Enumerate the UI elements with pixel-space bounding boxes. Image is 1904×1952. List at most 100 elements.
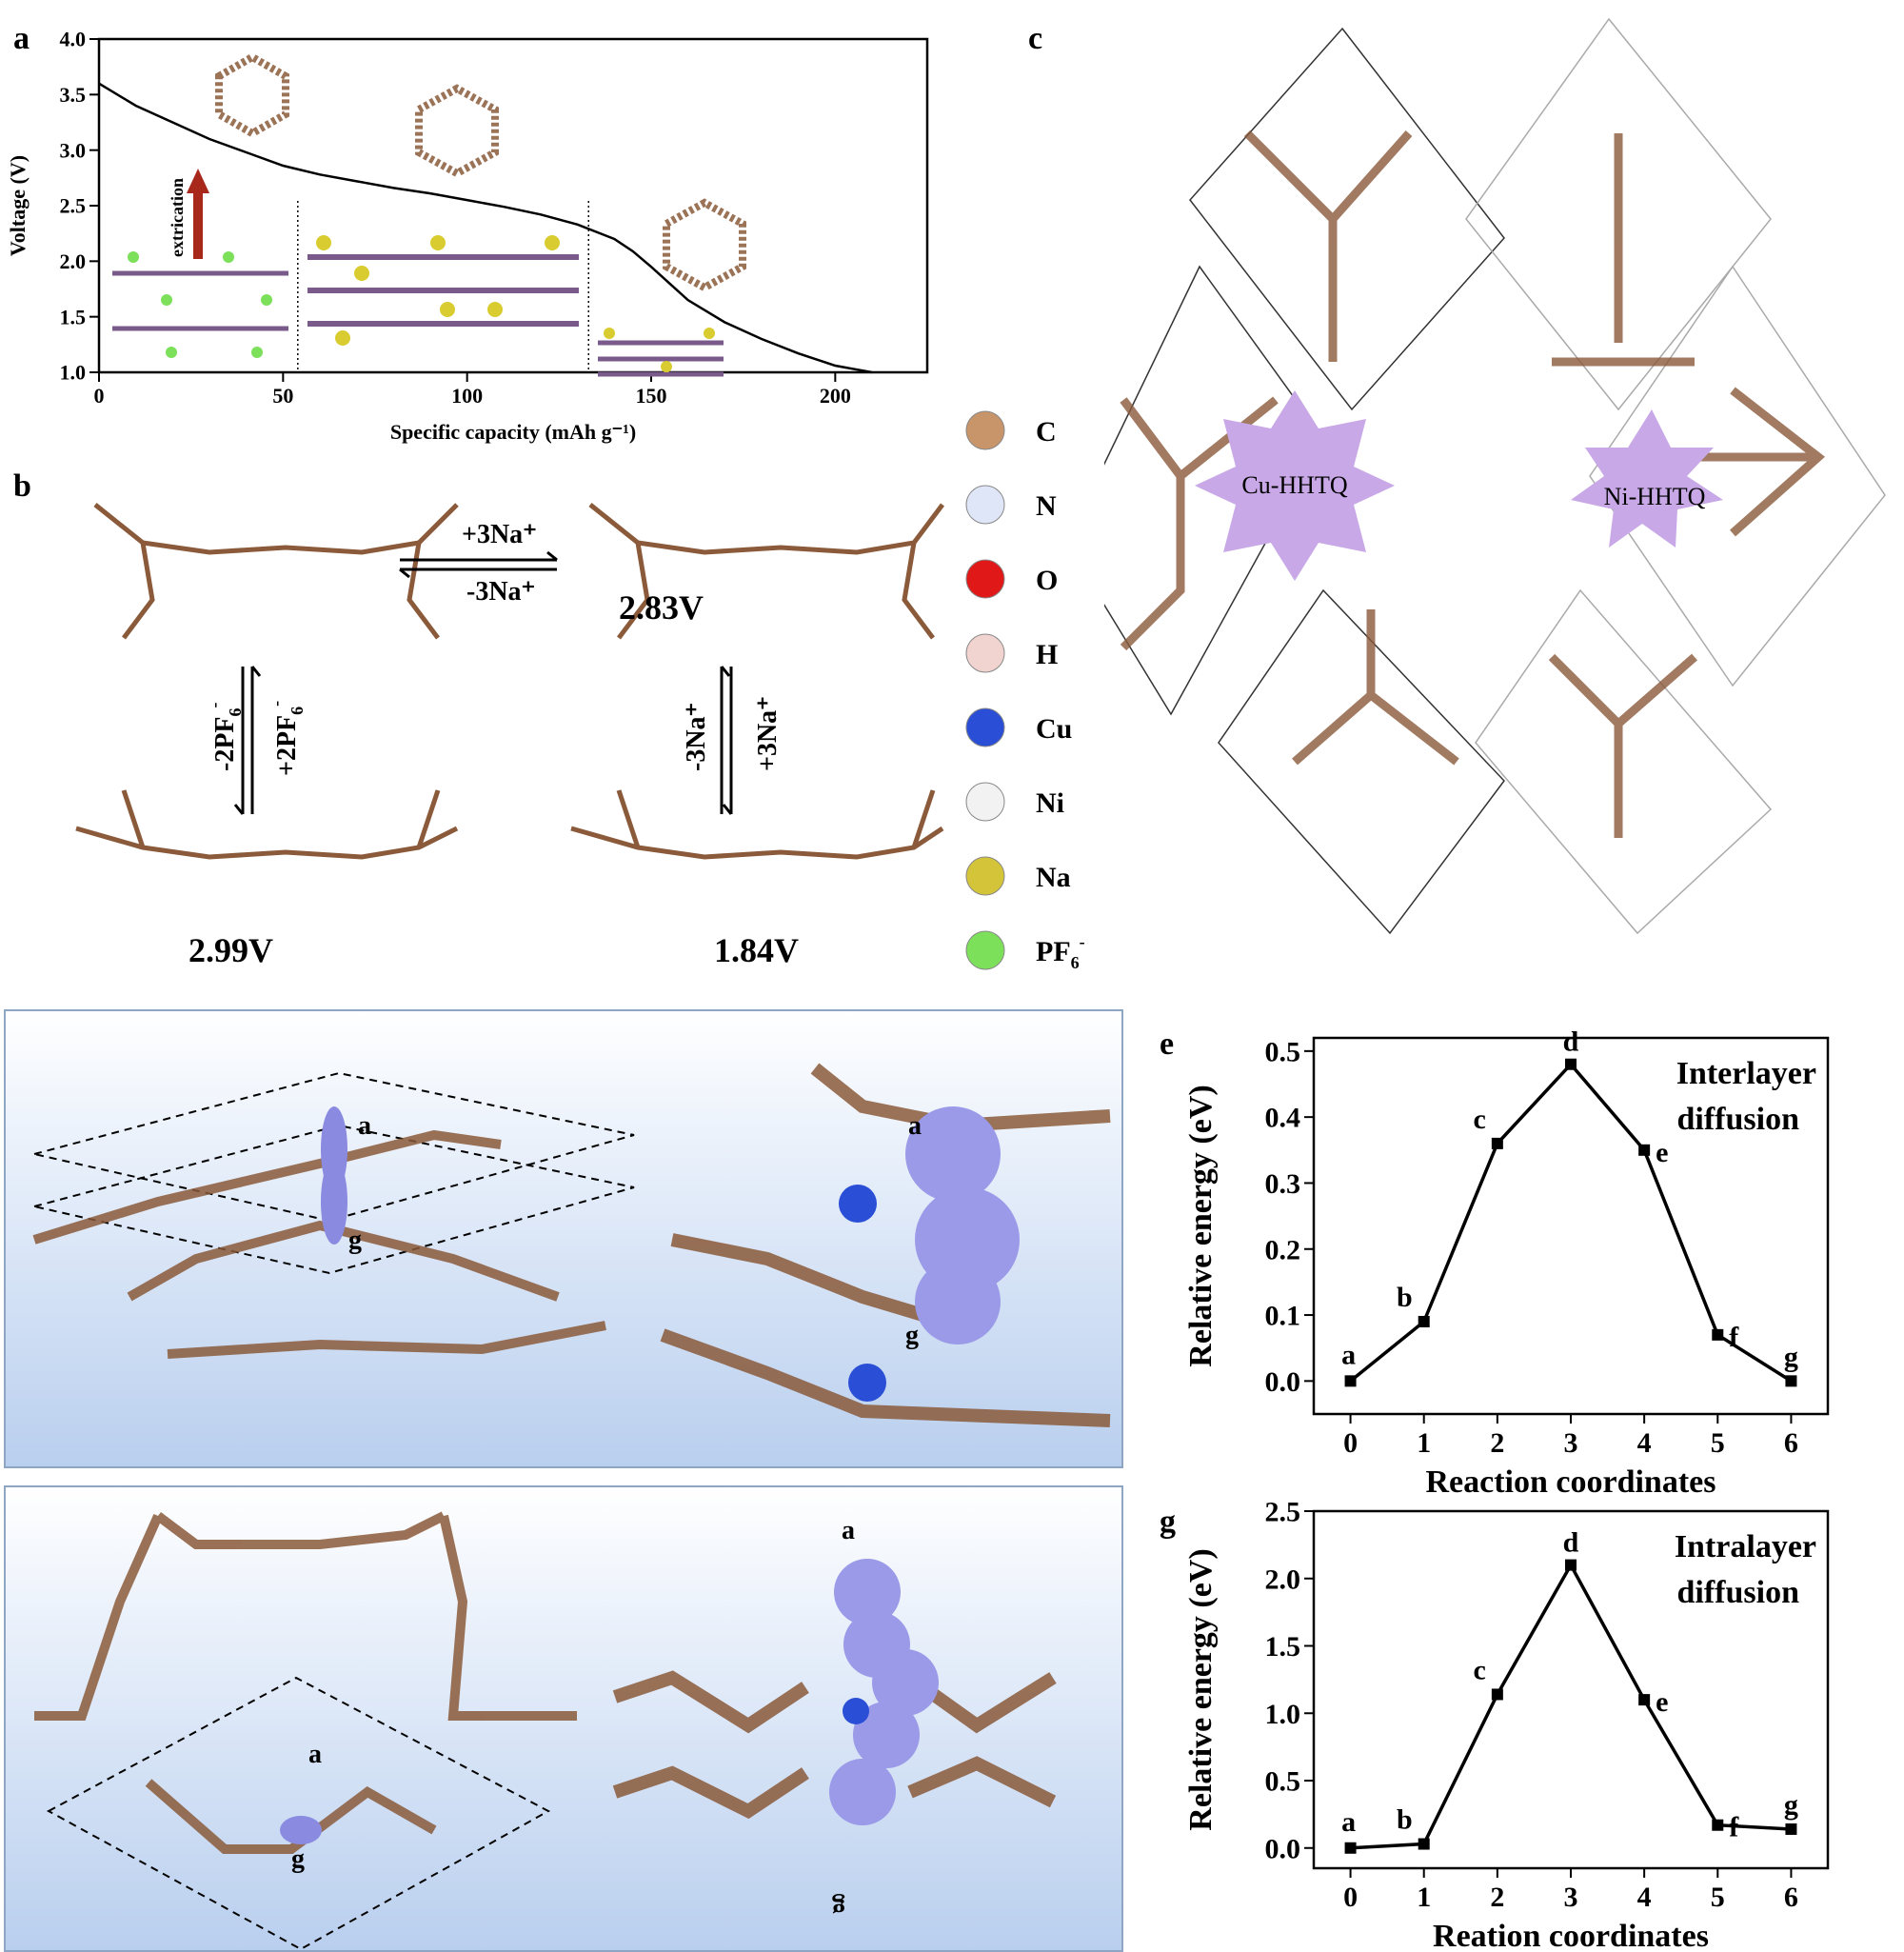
x-tick-label: 200 xyxy=(820,384,851,408)
y-tick-label: 0.3 xyxy=(1265,1168,1301,1200)
legend-pf-sub: 6 xyxy=(1071,953,1080,971)
site-g-d-zoom: g xyxy=(905,1321,919,1350)
left-up-label: +2PF6- xyxy=(267,701,307,776)
left-down-label: -2PF6- xyxy=(205,702,245,771)
y-axis-title: Relative energy (eV) xyxy=(1183,1085,1219,1366)
ni-hhtq-label: Ni-HHTQ xyxy=(1604,483,1706,510)
y-tick-label: 0.0 xyxy=(1265,1366,1301,1398)
data-point-a xyxy=(1344,1375,1357,1387)
x-tick-label: 3 xyxy=(1564,1427,1578,1459)
y-tick-label: 0.2 xyxy=(1265,1234,1301,1265)
molecule-pf6 xyxy=(75,789,459,860)
x-tick-label: 4 xyxy=(1637,1427,1652,1459)
legend-label-pf: PF6- xyxy=(1036,932,1085,971)
data-point-c xyxy=(1491,1137,1503,1149)
panel-letter-c: c xyxy=(1028,21,1043,56)
y-tick-label: 1.0 xyxy=(60,361,87,385)
cu-hhtq-star xyxy=(1195,390,1395,581)
ni-hhtq-star xyxy=(1571,409,1723,548)
point-label-d: d xyxy=(1563,1026,1579,1058)
voltage-2-83: 2.83V xyxy=(619,588,704,627)
scene-d: a g a g xyxy=(4,1009,1123,1468)
framework-illustration-a1 xyxy=(215,52,746,292)
panel-letter-e: e xyxy=(1160,1026,1175,1062)
point-label-b: b xyxy=(1397,1804,1413,1836)
panel-letter-a: a xyxy=(13,21,30,56)
y-tick-label: 0.5 xyxy=(1265,1036,1301,1067)
legend-swatch-cu xyxy=(965,707,1005,747)
equilibrium-arrows xyxy=(233,550,733,815)
voltage-1-84: 1.84V xyxy=(714,931,799,969)
y-tick-label: 0.4 xyxy=(1265,1103,1301,1134)
legend-label-cu: Cu xyxy=(1036,713,1072,745)
scene-f: a g a g xyxy=(4,1485,1123,1952)
site-a-f: a xyxy=(308,1740,322,1769)
x-tick-label: 0 xyxy=(1343,1882,1358,1913)
x-tick-label: 6 xyxy=(1784,1882,1798,1913)
x-tick-label: 2 xyxy=(1490,1427,1504,1459)
y-tick-label: 3.0 xyxy=(60,138,87,162)
y-tick-label: 2.0 xyxy=(60,249,87,273)
site-g-d: g xyxy=(348,1225,362,1255)
reaction-scheme-b: +3Na⁺ -3Na⁺ 2.83V 2.99V 1.84V -2PF6- +2P… xyxy=(75,503,944,969)
legend-swatch-pf xyxy=(965,930,1005,970)
y-tick-label: 2.5 xyxy=(60,194,87,218)
y-tick-label: 4.0 xyxy=(60,28,87,51)
y-tick-label: 0.1 xyxy=(1265,1301,1301,1332)
voltage-2-99: 2.99V xyxy=(188,931,273,969)
y-axis-title: Voltage (V) xyxy=(6,155,30,256)
cu-cells xyxy=(1104,27,1505,935)
legend-swatch-ni xyxy=(965,782,1005,822)
y-tick-label: 0.5 xyxy=(1265,1766,1301,1798)
data-point-g xyxy=(1785,1823,1797,1835)
legend-swatch-h xyxy=(965,633,1005,673)
chart-title-line2: diffusion xyxy=(1677,1102,1800,1137)
cu-hhtq-label: Cu-HHTQ xyxy=(1241,471,1347,499)
data-point-a xyxy=(1344,1842,1357,1854)
reverse-label: -3Na⁺ xyxy=(466,577,535,607)
legend-label-na: Na xyxy=(1036,862,1071,893)
legend-swatch-c xyxy=(965,410,1005,450)
legend-label-c: C xyxy=(1036,416,1057,448)
y-tick-label: 1.0 xyxy=(1265,1699,1301,1730)
x-tick-label: 150 xyxy=(636,384,667,408)
y-axis-title: Relative energy (eV) xyxy=(1183,1548,1219,1830)
site-a-d: a xyxy=(358,1111,371,1141)
molecule-sodiated-2 xyxy=(570,789,944,860)
panel-letter-g: g xyxy=(1160,1504,1176,1540)
x-tick-label: 1 xyxy=(1417,1427,1431,1459)
legend-label-ni: Ni xyxy=(1036,787,1064,819)
chart-title-line1: Intralayer xyxy=(1675,1529,1816,1564)
x-tick-label: 1 xyxy=(1417,1882,1431,1913)
point-label-e: e xyxy=(1656,1137,1668,1168)
y-tick-label: 2.5 xyxy=(1265,1500,1301,1528)
molecule-pristine xyxy=(93,503,459,640)
y-tick-label: 0.0 xyxy=(1265,1833,1301,1864)
point-label-c: c xyxy=(1474,1104,1486,1135)
point-label-c: c xyxy=(1474,1654,1486,1685)
data-point-e xyxy=(1638,1144,1651,1156)
site-a-d-zoom: a xyxy=(908,1111,922,1141)
right-down-label: -3Na⁺ xyxy=(682,703,711,771)
legend-label-o: O xyxy=(1036,565,1058,596)
x-tick-label: 0 xyxy=(94,384,105,408)
legend-label-h: H xyxy=(1036,639,1058,670)
y-tick-label: 1.5 xyxy=(1265,1631,1301,1663)
x-tick-label: 6 xyxy=(1784,1427,1798,1459)
site-a-f-zoom: a xyxy=(842,1516,855,1545)
point-label-a: a xyxy=(1341,1339,1356,1370)
point-label-g: g xyxy=(1784,1341,1798,1372)
x-tick-label: 5 xyxy=(1711,1427,1725,1459)
lattice-panel-c: Cu-HHTQ Ni-HHTQ xyxy=(1104,17,1886,935)
point-label-d: d xyxy=(1563,1527,1579,1559)
chart-title-line2: diffusion xyxy=(1677,1575,1800,1610)
panel-letter-b: b xyxy=(13,468,31,504)
forward-label: +3Na⁺ xyxy=(462,520,537,549)
point-label-g: g xyxy=(1784,1789,1798,1821)
molecule-sodiated-1 xyxy=(588,503,944,640)
point-label-a: a xyxy=(1341,1806,1356,1838)
plot-frame xyxy=(1312,1036,1830,1416)
